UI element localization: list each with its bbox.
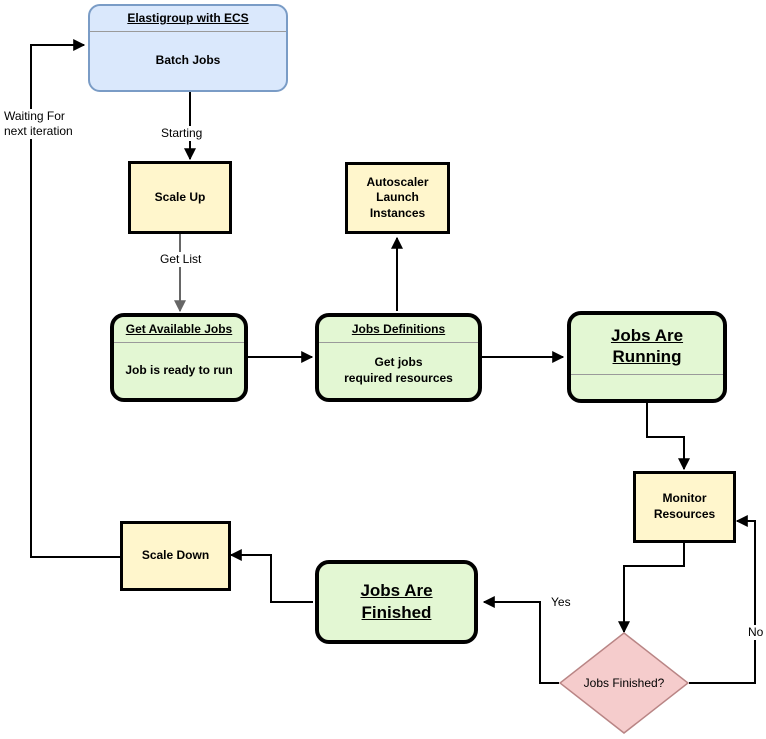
node-jobs-are-running-divider [571,373,723,375]
node-get-available-jobs-body: Job is ready to run [125,362,233,377]
diamond-shape [558,632,690,734]
node-jobs-finished-decision[interactable]: Jobs Finished? [558,632,690,734]
edge-label-starting: Starting [159,126,205,141]
edge-label-no: No [746,625,766,640]
node-jobs-are-running-header: Jobs Are Running [610,326,684,367]
edge-label-get-list: Get List [158,252,204,267]
node-jobs-definitions-body: Get jobs required resources [344,354,453,385]
node-scale-down[interactable]: Scale Down [120,521,231,591]
node-jobs-finished-label: Jobs Finished? [583,676,665,690]
node-jobs-are-running-body [571,375,723,400]
node-autoscaler-launch-instances[interactable]: Autoscaler Launch Instances [345,162,450,234]
node-elastigroup-header: Elastigroup with ECS [127,11,249,25]
edge-decision-yes-to-jobs-are-finished [482,596,559,684]
node-jobs-definitions-header: Jobs Definitions [351,322,446,336]
node-jobs-definitions[interactable]: Jobs Definitions Get jobs required resou… [315,313,482,402]
node-scale-up-label: Scale Up [154,189,206,204]
node-jobs-are-running[interactable]: Jobs Are Running [567,311,727,403]
node-monitor-resources-label: Monitor Resources [653,491,716,521]
node-scale-down-label: Scale Down [141,548,210,563]
node-autoscaler-label: Autoscaler Launch Instances [366,174,429,220]
node-elastigroup-with-ecs[interactable]: Elastigroup with ECS Batch Jobs [88,4,288,92]
edge-jobs-are-finished-to-scale-down [229,549,313,603]
node-scale-up[interactable]: Scale Up [128,161,232,234]
node-jobs-are-finished-header: Jobs Are Finished [360,580,433,622]
edge-monitor-resources-to-decision [618,543,685,634]
edge-scale-down-to-elastigroup [30,39,120,558]
edge-label-yes: Yes [549,595,573,610]
node-jobs-definitions-divider [319,342,478,343]
node-get-available-jobs-divider [114,342,244,343]
node-get-available-jobs[interactable]: Get Available Jobs Job is ready to run [110,313,248,402]
node-get-available-jobs-header: Get Available Jobs [125,322,233,336]
edge-decision-no-to-monitor-resources [689,515,756,684]
node-monitor-resources[interactable]: Monitor Resources [633,471,736,543]
edge-label-waiting-for-next-iteration: Waiting For next iteration [2,109,75,139]
edge-jobs-are-running-to-monitor-resources [646,402,690,471]
node-jobs-are-finished[interactable]: Jobs Are Finished [315,560,478,644]
node-elastigroup-divider [90,31,286,32]
node-elastigroup-body: Batch Jobs [155,53,221,68]
